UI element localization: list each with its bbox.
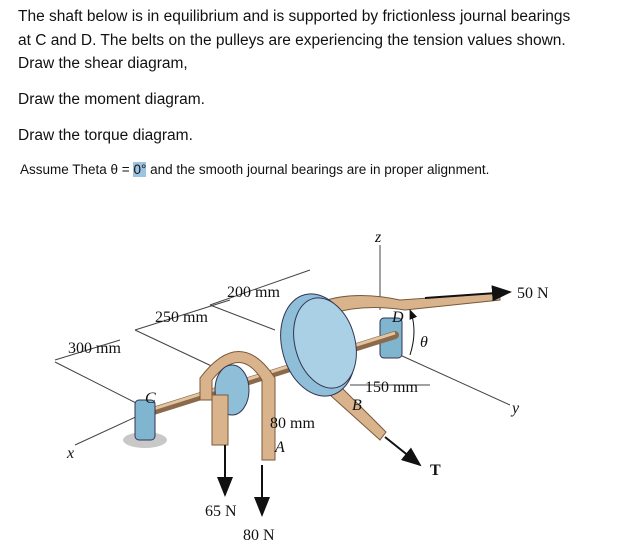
label-theta: θ [420,334,428,351]
assumption-prefix: Assume Theta θ = [20,162,134,177]
problem-line-1: The shaft below is in equilibrium and is… [18,8,571,25]
y-axis [399,354,511,406]
dim-200mm: 200 mm [227,284,280,301]
assumption-text: Assume Theta θ = 0° and the smooth journ… [20,162,489,177]
label-80n: 80 N [243,527,275,544]
torque-arrow [384,436,422,467]
bearing-c [134,399,156,441]
label-z: z [374,229,382,246]
theta-value[interactable]: 0° [133,162,147,177]
label-y: y [510,400,520,417]
belt-a [199,351,276,461]
label-c: C [145,390,156,407]
label-65n: 65 N [205,503,237,520]
instruction-torque: Draw the torque diagram. [18,127,193,144]
label-b: B [352,397,362,414]
dim-300mm: 300 mm [68,340,121,357]
problem-line-2: at C and D. The belts on the pulleys are… [18,32,566,49]
label-a: A [274,439,285,456]
label-x: x [66,445,74,462]
label-50n: 50 N [517,285,549,302]
dim-150mm: 150 mm [365,379,418,396]
assumption-suffix: and the smooth journal bearings are in p… [146,162,490,177]
dim-250mm: 250 mm [155,309,208,326]
label-d: D [391,309,404,326]
instruction-moment: Draw the moment diagram. [18,91,205,108]
label-torque: T [430,462,441,479]
theta-arc [409,309,418,356]
x-axis [74,414,141,446]
dim-80mm: 80 mm [270,415,315,432]
force-50n-arrow [424,285,512,302]
instruction-shear: Draw the shear diagram, [18,55,188,72]
